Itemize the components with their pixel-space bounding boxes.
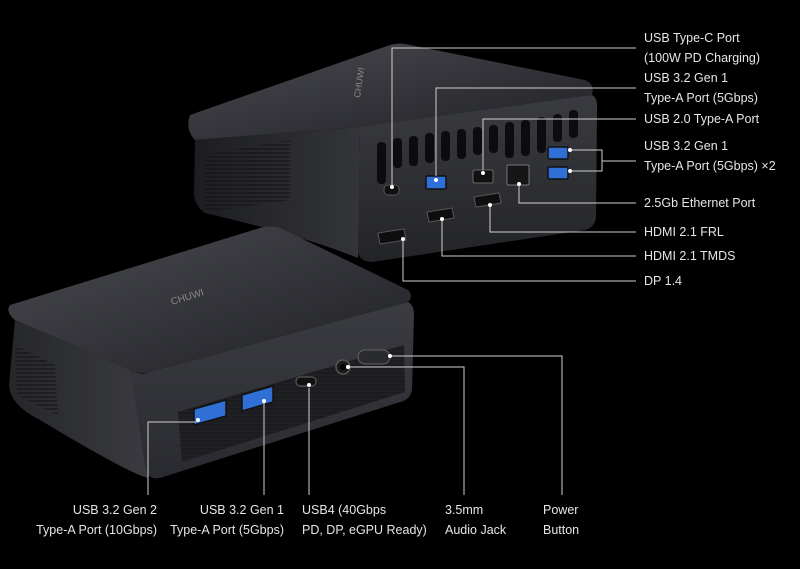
leader-audio bbox=[348, 366, 465, 495]
label-power-button: Power Button bbox=[543, 503, 580, 537]
leader-hdmi-tmds bbox=[441, 221, 636, 257]
lower-mini-pc-front: CHUWI bbox=[8, 226, 414, 479]
leader-dp bbox=[402, 241, 636, 282]
leader-usb32-x2-b bbox=[570, 161, 603, 172]
leader-usb-c bbox=[391, 47, 636, 185]
front-usb32-gen1-port bbox=[241, 385, 274, 412]
rear-ethernet-port bbox=[506, 164, 530, 186]
label-rear-usb32-gen1: USB 3.2 Gen 1 Type-A Port (5Gbps) bbox=[644, 71, 758, 105]
rear-usb32-gen1-port-bottom bbox=[547, 166, 569, 180]
rear-usb32-gen1-port-top bbox=[547, 146, 569, 160]
label-hdmi-tmds: HDMI 2.1 TMDS bbox=[644, 249, 736, 263]
front-power-button bbox=[357, 349, 391, 365]
front-usb4-port bbox=[295, 376, 317, 387]
label-usb-c: USB Type-C Port (100W PD Charging) bbox=[644, 31, 761, 65]
upper-brand-logo: CHUWI bbox=[352, 67, 366, 99]
leader-usb32-x2-a bbox=[570, 149, 636, 162]
label-hdmi-frl: HDMI 2.1 FRL bbox=[644, 225, 724, 239]
leader-hdmi-frl bbox=[489, 207, 636, 233]
label-ethernet: 2.5Gb Ethernet Port bbox=[644, 196, 756, 210]
leader-ethernet bbox=[518, 185, 636, 204]
label-audio-jack: 3.5mm Audio Jack bbox=[445, 503, 507, 537]
rear-hdmi-tmds-port bbox=[426, 207, 455, 223]
label-front-usb32-gen2: USB 3.2 Gen 2 Type-A Port (10Gbps) bbox=[36, 503, 157, 537]
rear-usb32-gen1-port bbox=[425, 175, 447, 190]
label-dp: DP 1.4 bbox=[644, 274, 682, 288]
label-front-usb32-gen1: USB 3.2 Gen 1 Type-A Port (5Gbps) bbox=[170, 503, 284, 537]
label-usb32-gen1-x2: USB 3.2 Gen 1 Type-A Port (5Gbps) ×2 bbox=[644, 139, 776, 173]
rear-dp-port bbox=[377, 228, 407, 245]
upper-mini-pc-rear: CHUWI bbox=[188, 43, 598, 262]
label-usb20: USB 2.0 Type-A Port bbox=[644, 112, 760, 126]
rear-hdmi-frl-port bbox=[473, 192, 502, 208]
front-usb32-gen2-port bbox=[193, 399, 227, 426]
leader-front-usb-gen2 bbox=[147, 421, 196, 495]
leader-usb32-gen1-rear bbox=[435, 87, 636, 176]
leader-usb20 bbox=[482, 118, 636, 170]
label-usb4: USB4 (40Gbps PD, DP, eGPU Ready) bbox=[302, 503, 427, 537]
leader-lines bbox=[147, 47, 636, 495]
leader-power bbox=[390, 355, 563, 495]
